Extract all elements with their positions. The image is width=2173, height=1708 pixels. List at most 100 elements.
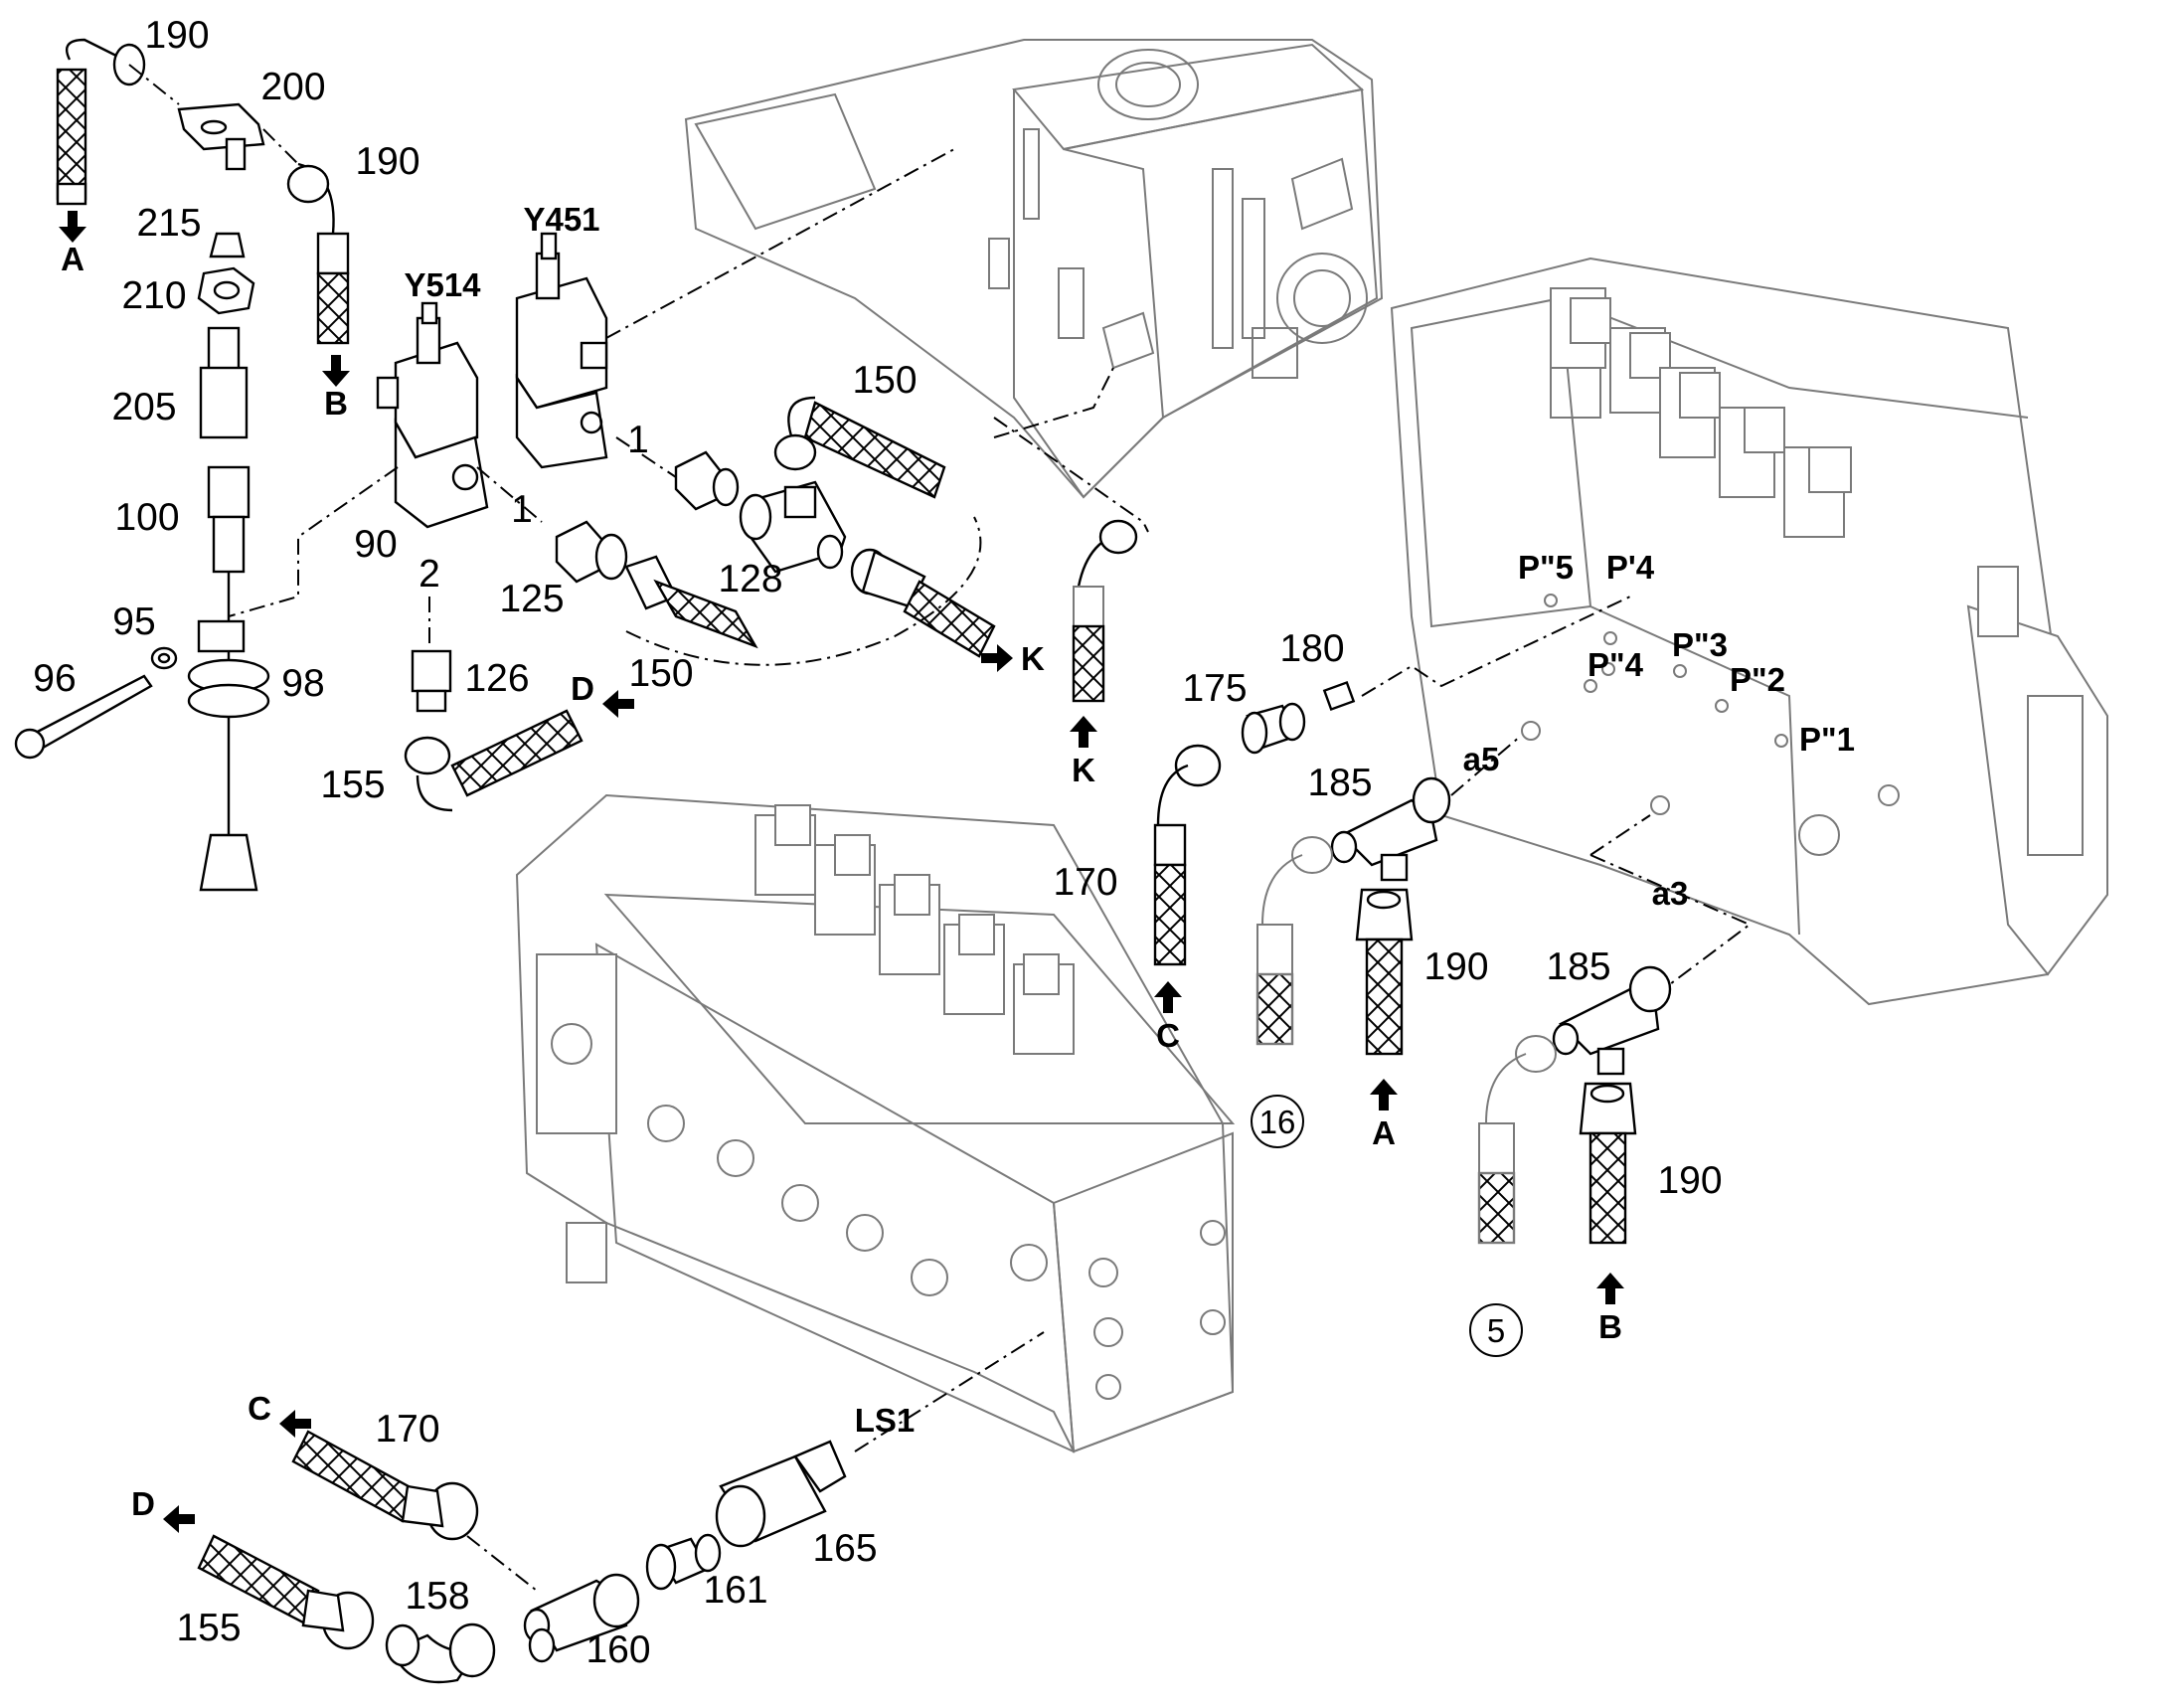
flow-arrow-label-B: B (1598, 1308, 1622, 1345)
tee-128 (739, 480, 847, 574)
part-number-1: 1 (627, 419, 649, 461)
part-number-158: 158 (405, 1575, 469, 1618)
part-number-200: 200 (260, 66, 325, 108)
circled-ref-ring (1469, 1303, 1523, 1357)
flow-arrow-right-icon (981, 644, 1013, 672)
callout-label: P'4 (1606, 549, 1655, 586)
hose-16 (1255, 836, 1333, 1046)
part-number-128: 128 (718, 558, 782, 600)
tee-185-upper (1330, 776, 1451, 882)
tee-fitting-200 (177, 102, 265, 171)
flow-arrow-label-C: C (1156, 1017, 1180, 1054)
part-number-98: 98 (281, 662, 324, 705)
part-number-126: 126 (464, 657, 529, 700)
flow-arrow-label-K: K (1072, 752, 1095, 788)
flow-arrow-down-icon (59, 211, 86, 243)
flow-arrow-up-icon (1370, 1079, 1398, 1110)
tee-185-lower (1552, 965, 1672, 1076)
flow-arrow-label-B: B (324, 385, 348, 422)
part-number-150: 150 (852, 359, 917, 402)
adapter-165 (715, 1440, 847, 1548)
part-number-90: 90 (354, 523, 397, 566)
flow-arrow-up-icon (1070, 716, 1097, 748)
part-number-125: 125 (499, 578, 564, 620)
flow-arrow-label-C: C (248, 1390, 271, 1427)
callout-label: P"5 (1518, 549, 1574, 586)
part-number-175: 175 (1182, 667, 1247, 710)
hose-k (1072, 519, 1138, 703)
part-number-190: 190 (1423, 945, 1488, 988)
hose-150-lower (624, 555, 758, 649)
leader-lines (128, 64, 1752, 1592)
elbow-158 (385, 1623, 496, 1684)
hose-150-k (850, 548, 996, 658)
adapter-205 (199, 326, 249, 439)
control-valve-block-right (1390, 256, 2108, 1006)
part-number-2: 2 (418, 553, 440, 596)
hose-155-upper (404, 709, 584, 812)
part-number-96: 96 (33, 657, 76, 700)
flow-arrow-label-A: A (1372, 1114, 1396, 1151)
circled-ref-16: 16 (1259, 1104, 1296, 1140)
flow-arrow-left-icon (279, 1410, 311, 1438)
part-number-160: 160 (585, 1628, 650, 1671)
control-valve-block-lower (515, 793, 1236, 1453)
part-number-155: 155 (320, 764, 385, 806)
part-number-180: 180 (1279, 627, 1344, 670)
flow-arrow-label-D: D (131, 1485, 155, 1522)
part-number-190: 190 (355, 140, 419, 183)
flow-arrow-up-icon (1154, 981, 1182, 1013)
hose-5 (1477, 1035, 1557, 1245)
solenoid-valve-y514 (376, 301, 489, 529)
part-number-100: 100 (114, 496, 179, 539)
circled-ref-5: 5 (1487, 1312, 1505, 1349)
fitting-126 (411, 649, 452, 713)
part-number-210: 210 (121, 274, 186, 317)
cone-215 (209, 232, 246, 258)
callout-label: LS1 (855, 1402, 916, 1439)
hose-190-right-lower (1579, 1082, 1637, 1245)
tee-160 (523, 1573, 640, 1663)
circled-ref-ring (1251, 1095, 1304, 1148)
circled-reference-labels: 16 5 (1251, 1095, 1523, 1357)
bolt-96 (14, 674, 153, 760)
nut-210 (197, 266, 255, 315)
part-number-95: 95 (112, 600, 155, 643)
pressure-switch-100 (199, 465, 258, 892)
fitting-180 (1322, 680, 1356, 712)
part-number-185: 185 (1307, 762, 1372, 804)
hose-170-bottom (291, 1430, 479, 1541)
callout-label: Y514 (404, 266, 481, 303)
flow-arrow-label-K: K (1021, 640, 1045, 677)
part-number-205: 205 (111, 386, 176, 428)
part-number-150: 150 (628, 652, 693, 695)
hose-190-b (286, 162, 350, 345)
hose-170-right (1153, 744, 1222, 966)
part-number-170: 170 (375, 1408, 439, 1451)
callout-label: P"2 (1730, 661, 1785, 698)
callout-label: a3 (1652, 875, 1689, 912)
fitting-125 (555, 520, 628, 584)
clamp-98 (187, 619, 270, 719)
fitting-161 (645, 1533, 722, 1591)
callout-label: P"1 (1799, 721, 1855, 758)
solenoid-valve-y451 (515, 232, 608, 469)
part-number-155: 155 (176, 1607, 241, 1649)
hose-190-right-upper (1355, 888, 1414, 1056)
hose-150-upper (773, 396, 946, 499)
part-number-185: 185 (1546, 945, 1610, 988)
callout-label: a5 (1463, 741, 1500, 777)
part-number-190: 190 (1657, 1159, 1722, 1202)
flow-arrow-up-icon (1596, 1273, 1624, 1304)
part-number-170: 170 (1053, 861, 1117, 904)
flow-arrow-down-icon (322, 355, 350, 387)
flow-arrow-left-icon (602, 690, 634, 718)
flow-arrow-left-icon (163, 1505, 195, 1533)
fitting-1-upper (674, 450, 740, 511)
fitting-175 (1241, 702, 1306, 755)
hose-155-bottom (197, 1534, 375, 1650)
